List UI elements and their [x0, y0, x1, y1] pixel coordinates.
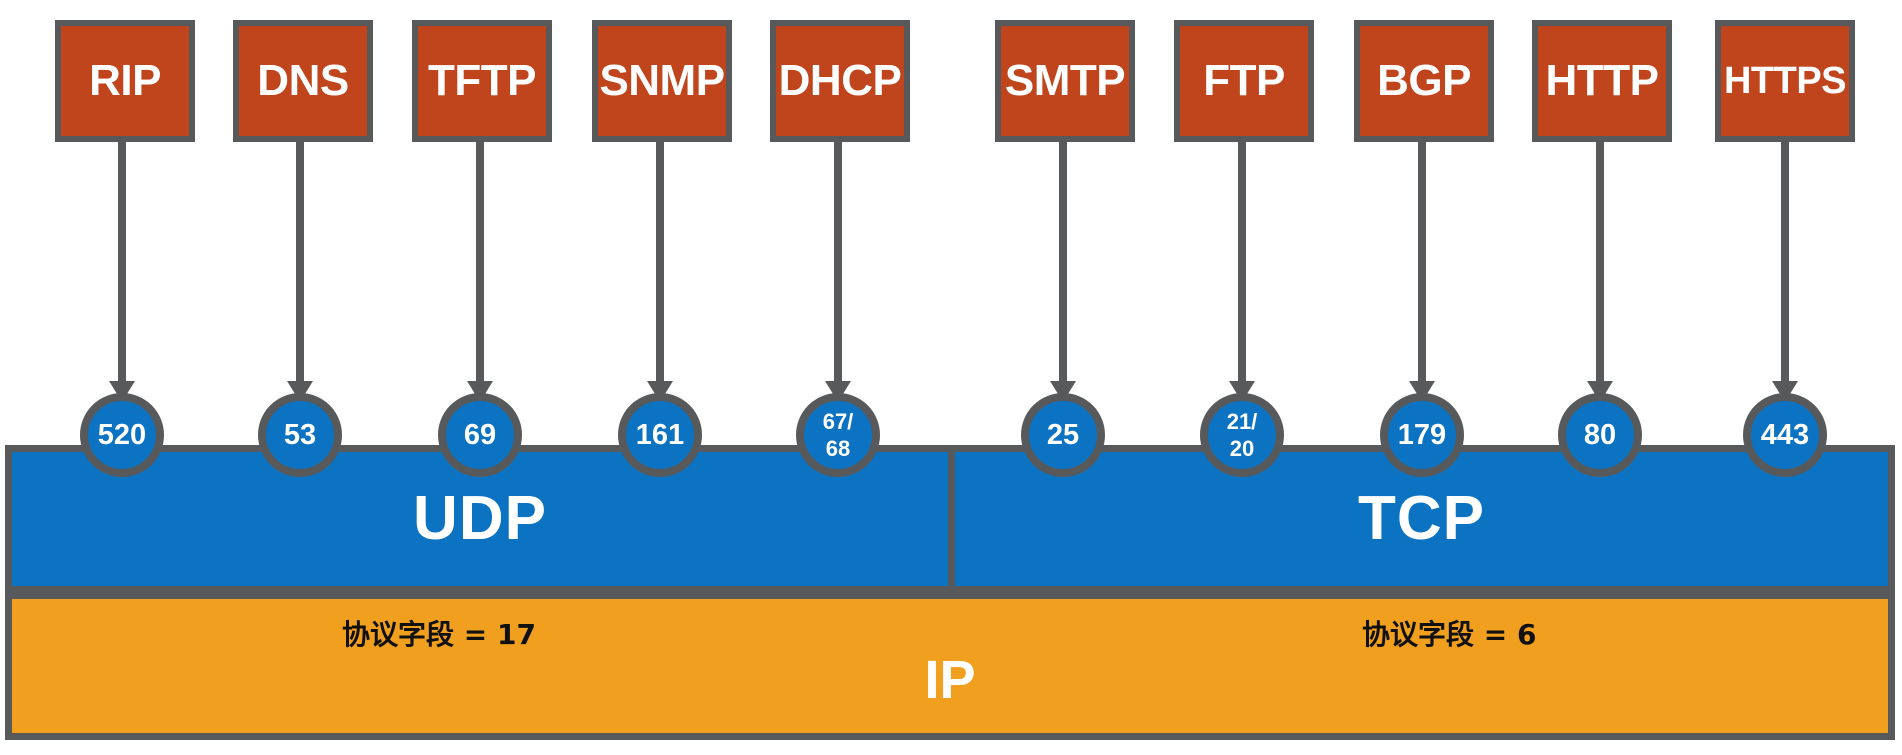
protocol-box-label: SMTP — [1004, 56, 1126, 105]
ip-label: IP — [924, 650, 976, 710]
protocol-field-udp-label: 协议字段 = 17 — [342, 618, 536, 651]
protocol-field-tcp-label: 协议字段 = 6 — [1362, 618, 1537, 651]
protocol-box-label: BGP — [1377, 56, 1471, 105]
protocol-box-bgp[interactable]: BGP — [1354, 20, 1494, 142]
protocol-box-dhcp[interactable]: DHCP — [770, 20, 910, 142]
arrow-ftp-to-port — [1238, 142, 1246, 383]
port-number-text: 21/ — [1226, 408, 1258, 434]
arrow-smtp-to-port — [1059, 142, 1067, 383]
protocol-box-snmp[interactable]: SNMP — [592, 20, 732, 142]
arrow-https-to-port — [1781, 142, 1789, 383]
port-number-text: 25 — [1046, 418, 1080, 451]
port-circle-80[interactable]: 80 — [1558, 393, 1642, 477]
port-circle-161[interactable]: 161 — [618, 393, 702, 477]
protocol-box-label: TFTP — [428, 56, 536, 105]
protocol-box-label: RIP — [89, 56, 161, 105]
protocol-box-rip[interactable]: RIP — [55, 20, 195, 142]
port-number-text: 161 — [635, 418, 685, 451]
port-circle-179[interactable]: 179 — [1380, 393, 1464, 477]
port-number-text: 69 — [463, 418, 497, 451]
protocol-box-label: HTTP — [1545, 56, 1659, 105]
protocol-box-label: DHCP — [778, 56, 902, 105]
protocol-box-label: FTP — [1203, 56, 1285, 105]
tcp-label: TCP — [1358, 484, 1485, 553]
port-circle-69[interactable]: 69 — [438, 393, 522, 477]
arrow-rip-to-port — [118, 142, 126, 383]
port-number-text: 80 — [1583, 418, 1617, 451]
port-number-text: 179 — [1397, 418, 1447, 451]
protocol-box-https[interactable]: HTTPS — [1715, 20, 1855, 142]
protocol-box-smtp[interactable]: SMTP — [995, 20, 1135, 142]
port-circle-53[interactable]: 53 — [258, 393, 342, 477]
arrow-bgp-to-port — [1418, 142, 1426, 383]
protocol-box-label: DNS — [257, 56, 349, 105]
ip-layer-band: 协议字段 = 17 协议字段 = 6 IP — [5, 592, 1895, 740]
arrow-dns-to-port — [296, 142, 304, 383]
port-circle-520[interactable]: 520 — [80, 393, 164, 477]
protocol-box-dns[interactable]: DNS — [233, 20, 373, 142]
port-circle-21-20[interactable]: 21/20 — [1200, 393, 1284, 477]
port-circle-25[interactable]: 25 — [1021, 393, 1105, 477]
arrow-snmp-to-port — [656, 142, 664, 383]
port-number-text: 67/ — [822, 408, 854, 434]
port-circle-443[interactable]: 443 — [1743, 393, 1827, 477]
udp-label: UDP — [413, 484, 547, 553]
udp-segment[interactable]: UDP — [12, 452, 955, 586]
protocol-box-label: SNMP — [599, 56, 725, 105]
arrow-http-to-port — [1596, 142, 1604, 383]
arrow-dhcp-to-port — [834, 142, 842, 383]
port-circle-67-68[interactable]: 67/68 — [796, 393, 880, 477]
protocol-box-http[interactable]: HTTP — [1532, 20, 1672, 142]
port-number-text: 53 — [283, 418, 317, 451]
protocol-box-tftp[interactable]: TFTP — [412, 20, 552, 142]
port-number-text: 20 — [1229, 436, 1255, 461]
port-number-text: 443 — [1760, 418, 1810, 451]
tcp-segment[interactable]: TCP — [955, 452, 1888, 586]
protocol-box-ftp[interactable]: FTP — [1174, 20, 1314, 142]
arrow-tftp-to-port — [476, 142, 484, 383]
port-number-text: 520 — [97, 418, 147, 451]
protocol-box-label: HTTPS — [1723, 60, 1847, 102]
port-number-text: 68 — [825, 436, 851, 461]
